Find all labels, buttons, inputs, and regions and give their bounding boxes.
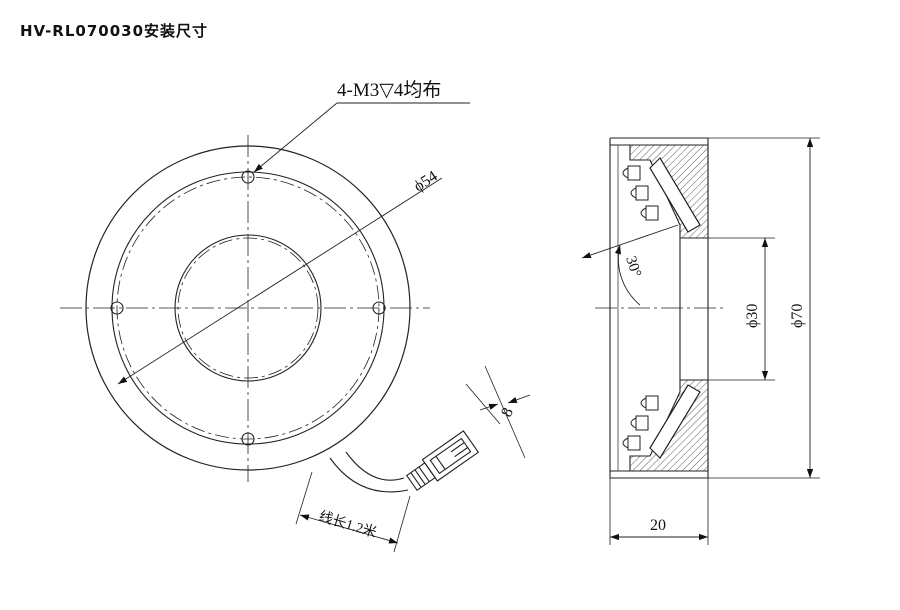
mounting-hole-right (372, 301, 386, 315)
outer-diameter-label: ϕ70 (789, 304, 806, 328)
cable-length-label: 线长1.2米 (317, 509, 379, 542)
cable (329, 457, 409, 493)
led-upper (622, 165, 659, 221)
page-title: HV-RL070030安装尺寸 (20, 22, 209, 40)
cable-connector (405, 430, 480, 492)
angle-label: 30° (622, 254, 644, 279)
cable-width-label: 8 (498, 405, 517, 419)
pcd-dimension-line (117, 177, 443, 385)
cable-length-dim-line (299, 514, 399, 544)
pcd-label: ϕ54 (411, 168, 441, 196)
hole-note: 4-M3▽4均布 (337, 79, 441, 101)
mounting-hole-bottom (241, 432, 255, 446)
mounting-hole-top (241, 170, 255, 184)
side-view (581, 137, 820, 545)
inner-diameter-label: ϕ30 (744, 304, 761, 328)
front-view (60, 102, 531, 553)
cable-edge (345, 451, 405, 481)
width-label: 20 (650, 517, 666, 534)
led-lower (622, 395, 659, 451)
hole-leader (253, 102, 338, 173)
mounting-hole-left (110, 301, 124, 315)
